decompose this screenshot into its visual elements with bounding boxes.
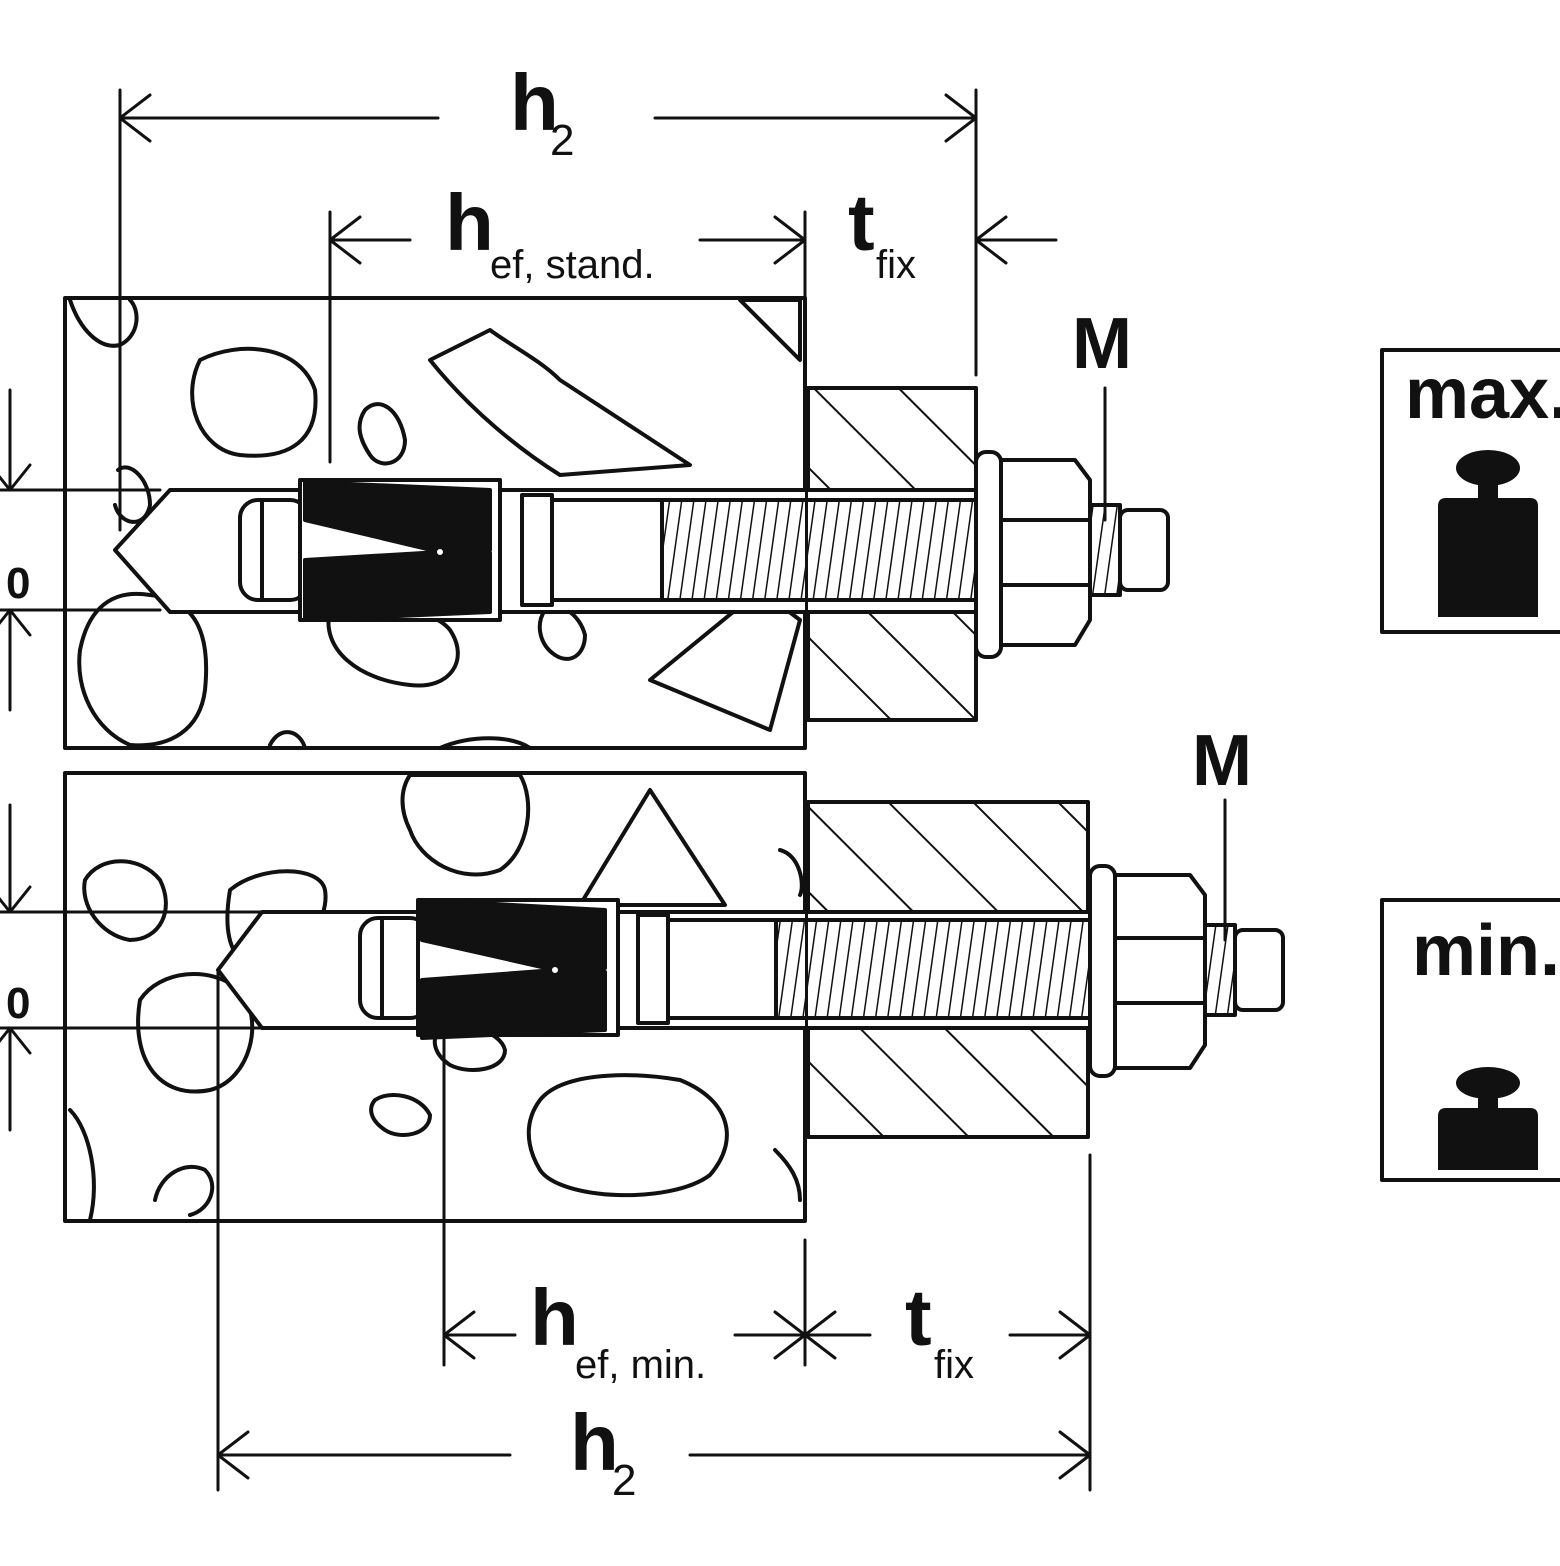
bottom-expansion-clip xyxy=(420,898,607,1040)
max-label: max. xyxy=(1405,354,1560,434)
bottom-fixture-thickness-label: t fix xyxy=(905,1273,974,1387)
svg-text:t: t xyxy=(905,1273,932,1362)
top-dimension-lines xyxy=(0,88,1107,712)
weight-heavy-icon xyxy=(1438,450,1538,617)
svg-text:2: 2 xyxy=(550,116,574,165)
bottom-dimension-lines xyxy=(0,798,1227,1492)
top-nut xyxy=(999,458,1092,647)
bottom-anchor-assembly xyxy=(0,771,1285,1492)
svg-text:t: t xyxy=(848,178,875,267)
max-legend-box xyxy=(1380,348,1560,634)
min-legend-box xyxy=(1380,898,1560,1182)
weight-light-icon xyxy=(1438,1067,1538,1170)
top-thread-label: M xyxy=(1072,304,1132,384)
bottom-embedment-depth-label: h ef, min. xyxy=(530,1273,706,1387)
svg-text:fix: fix xyxy=(934,1343,974,1387)
svg-text:2: 2 xyxy=(612,1456,636,1505)
svg-text:h: h xyxy=(445,178,494,267)
top-anchor-assembly xyxy=(0,88,1170,750)
top-fixture-thickness-label: t fix xyxy=(848,178,916,287)
svg-text:fix: fix xyxy=(876,243,916,287)
svg-text:h: h xyxy=(510,58,559,147)
bottom-overall-depth-label: h 2 xyxy=(570,1398,636,1505)
top-side-label: 0 xyxy=(6,559,30,608)
bottom-anchor-bolt xyxy=(358,864,1285,1078)
bottom-nut xyxy=(1113,873,1207,1070)
svg-text:ef, stand.: ef, stand. xyxy=(490,243,655,287)
svg-text:h: h xyxy=(530,1273,579,1362)
bottom-thread xyxy=(774,918,1096,1020)
top-anchor-bolt xyxy=(238,450,1170,659)
bottom-side-label: 0 xyxy=(6,979,30,1028)
svg-text:h: h xyxy=(570,1398,619,1487)
bottom-thread-label: M xyxy=(1192,721,1252,801)
svg-text:ef, min.: ef, min. xyxy=(575,1343,706,1387)
top-thread xyxy=(660,498,982,602)
top-overall-depth-label: h 2 xyxy=(510,58,574,165)
top-embedment-depth-label: h ef, stand. xyxy=(445,178,655,287)
min-label: min. xyxy=(1412,911,1560,991)
top-expansion-clip xyxy=(303,480,492,622)
